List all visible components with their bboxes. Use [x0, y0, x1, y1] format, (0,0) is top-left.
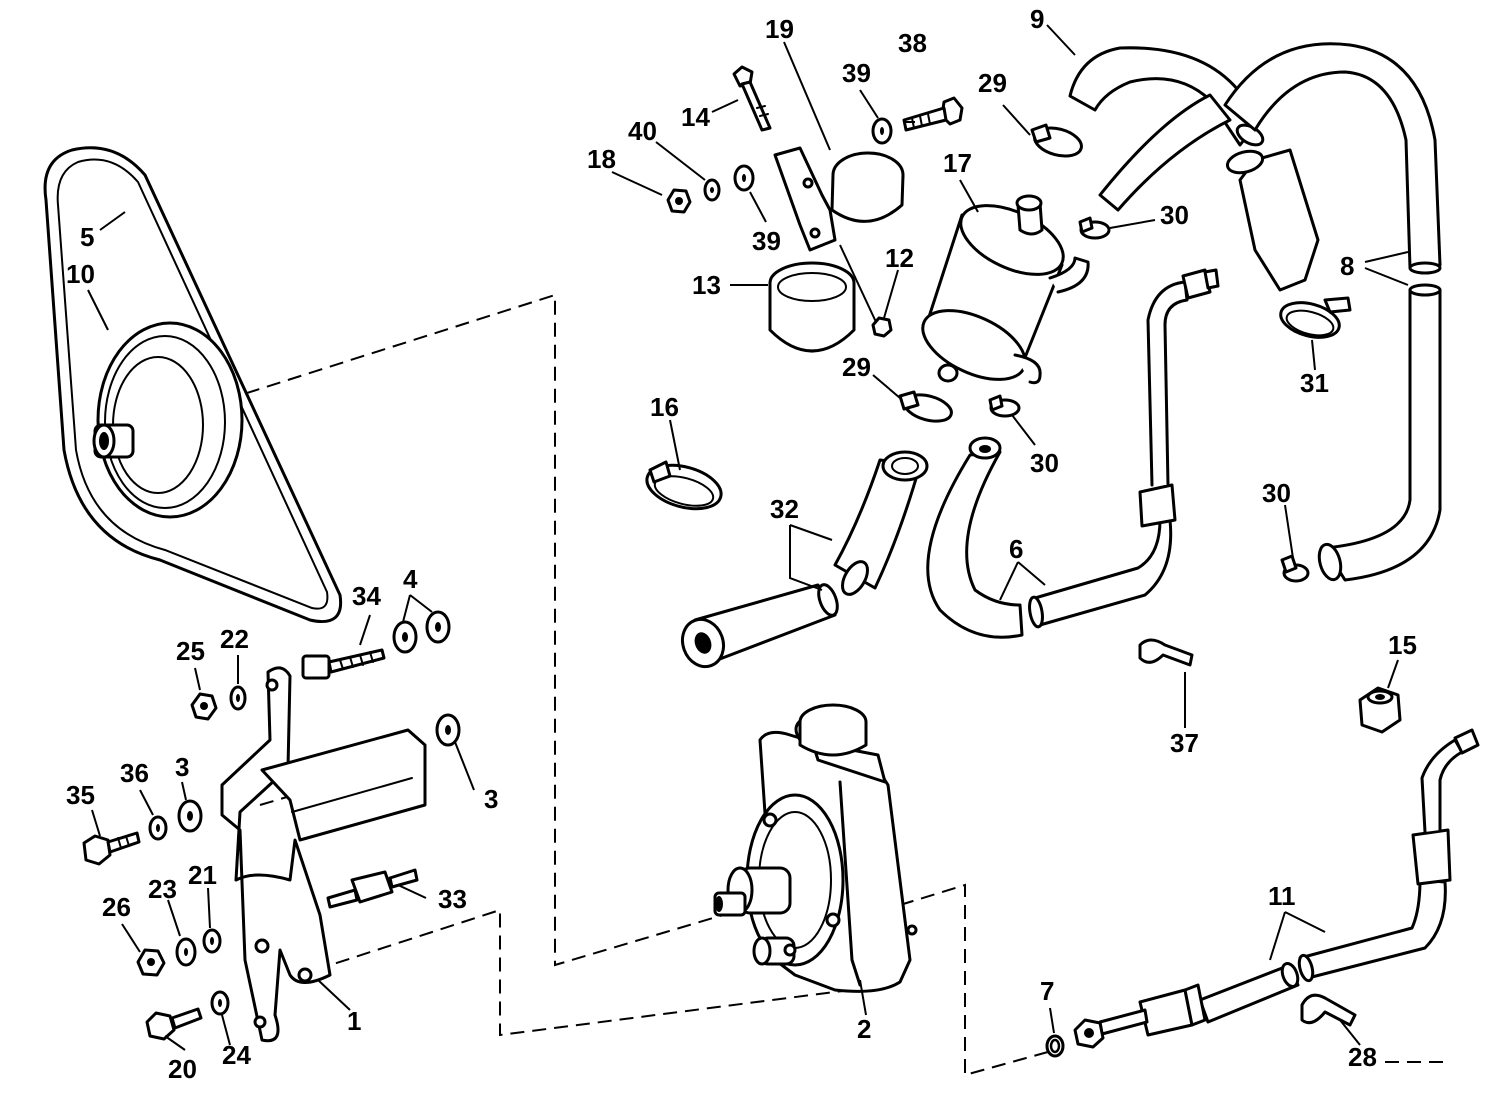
callout-22: 22: [220, 624, 249, 654]
pressure-line-part: [1073, 728, 1480, 1049]
callout-39b: 39: [752, 226, 781, 256]
callout-20: 20: [168, 1054, 197, 1084]
mounting-bracket-part: [220, 666, 427, 1043]
leader-lines: [87, 24, 1409, 1051]
callout-37: 37: [1170, 728, 1199, 758]
callout-30b: 30: [1030, 448, 1059, 478]
callout-40: 40: [628, 116, 657, 146]
callout-32: 32: [770, 494, 799, 524]
callout-36: 36: [120, 758, 149, 788]
callout-35: 35: [66, 780, 95, 810]
callout-26: 26: [102, 892, 131, 922]
callout-13: 13: [692, 270, 721, 300]
callout-17: 17: [943, 148, 972, 178]
stud-part: [301, 648, 386, 680]
hardware-upper: [666, 96, 964, 338]
callout-2: 2: [857, 1014, 871, 1044]
callout-9: 9: [1030, 4, 1044, 34]
reservoir-bracket-part: [773, 146, 905, 252]
callout-28: 28: [1348, 1042, 1377, 1072]
callout-11: 11: [1268, 881, 1296, 911]
callout-labels: 1 2 3 3 4 5 6 7 8 9 10 11 12 13 14 15 16…: [66, 4, 1417, 1084]
callout-1: 1: [347, 1006, 361, 1036]
callout-15: 15: [1388, 630, 1417, 660]
callout-21: 21: [188, 860, 217, 890]
callout-34: 34: [352, 581, 381, 611]
callout-3a: 3: [175, 752, 189, 782]
callout-4: 4: [403, 564, 418, 594]
callout-30c: 30: [1262, 478, 1291, 508]
callout-29b: 29: [842, 352, 871, 382]
callout-24: 24: [222, 1040, 251, 1070]
callout-19: 19: [765, 14, 794, 44]
callout-33: 33: [438, 884, 467, 914]
callout-8: 8: [1340, 251, 1354, 281]
callout-14: 14: [681, 102, 710, 132]
callout-7: 7: [1040, 976, 1054, 1006]
power-steering-pump-part: [713, 703, 918, 993]
callout-6: 6: [1009, 534, 1023, 564]
callout-18: 18: [587, 144, 616, 174]
sleeve-part: [768, 261, 856, 353]
callout-25: 25: [176, 636, 205, 666]
filter-canister-part: [921, 194, 1090, 385]
hose-clamps: [645, 123, 1352, 583]
callout-38: 38: [898, 28, 927, 58]
bolt-14-part: [732, 65, 772, 132]
callout-31: 31: [1300, 368, 1329, 398]
hardware-right: [1045, 638, 1402, 1058]
callout-3b: 3: [484, 784, 498, 814]
pulley-part: [92, 321, 244, 519]
callout-29a: 29: [978, 68, 1007, 98]
callout-30a: 30: [1160, 200, 1189, 230]
callout-10: 10: [66, 259, 95, 289]
hardware-left: [82, 610, 461, 1041]
callout-5: 5: [80, 222, 94, 252]
callout-23: 23: [148, 874, 177, 904]
callout-39a: 39: [842, 58, 871, 88]
callout-12: 12: [885, 243, 914, 273]
callout-16: 16: [650, 392, 679, 422]
hoses: [680, 42, 1442, 669]
